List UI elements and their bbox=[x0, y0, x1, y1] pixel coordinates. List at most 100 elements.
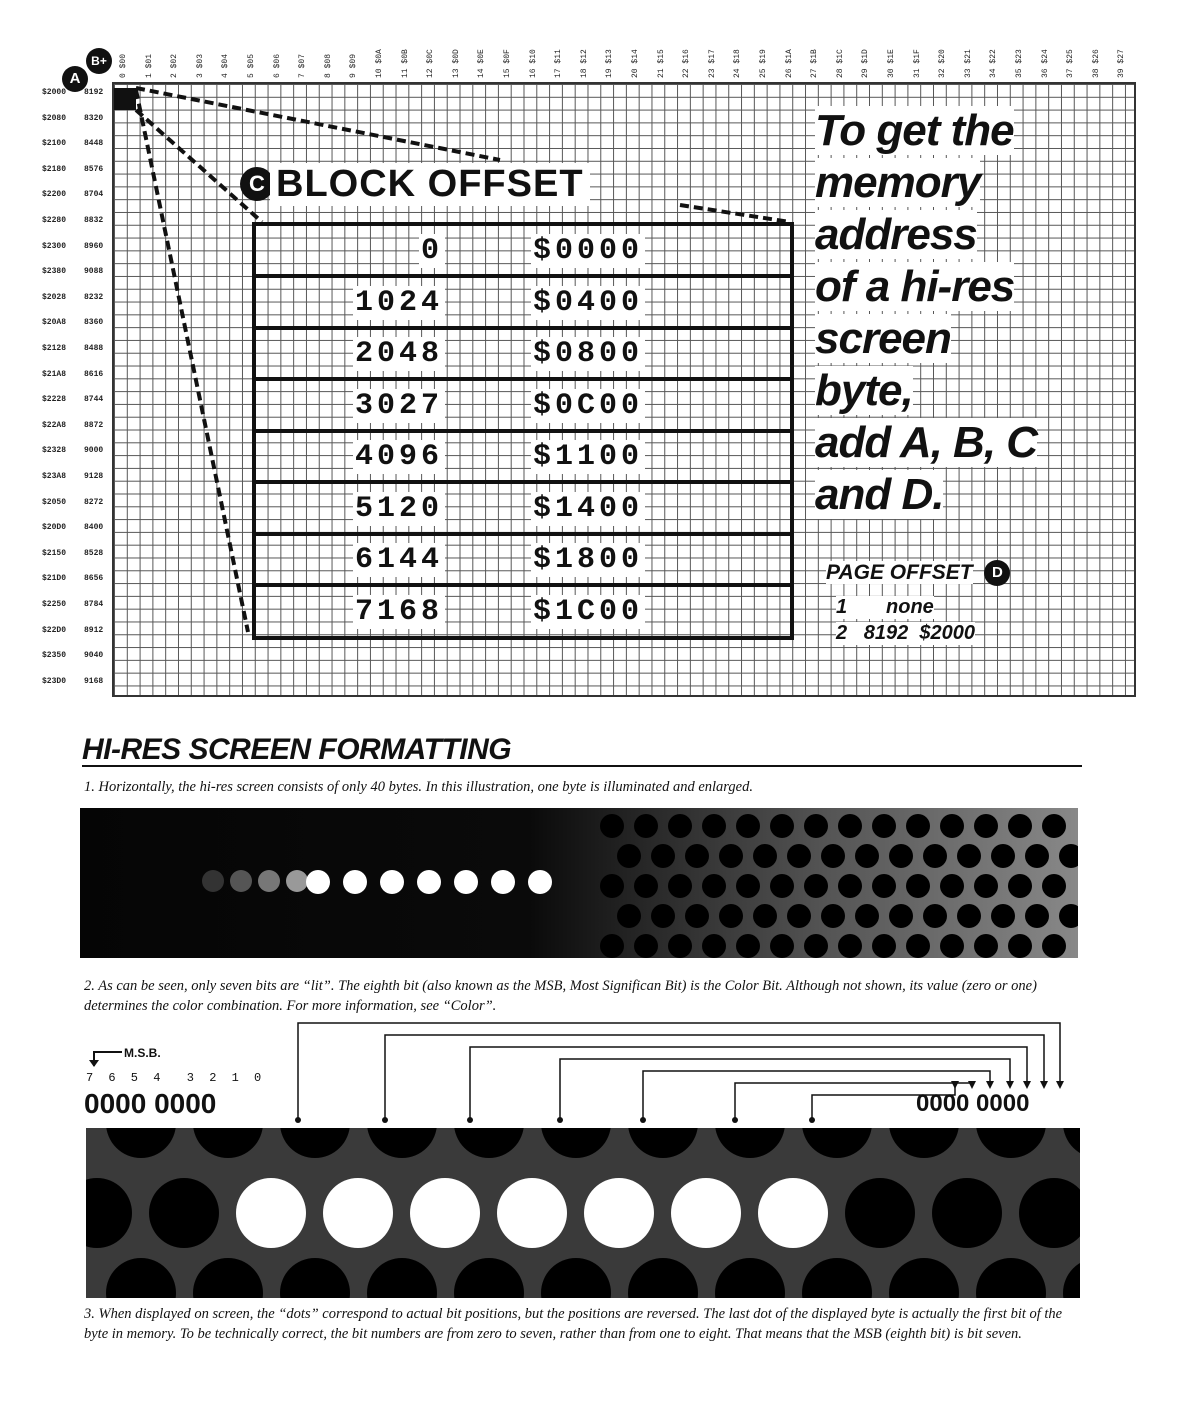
block-offset-title: BLOCK OFFSET bbox=[270, 163, 590, 206]
block-offset-hex: $1100 bbox=[531, 440, 646, 474]
block-offset-hex: $1800 bbox=[531, 543, 646, 577]
unlit-dot bbox=[753, 844, 777, 868]
unlit-dot bbox=[753, 904, 777, 928]
connector-dot bbox=[640, 1117, 646, 1123]
row-label-address: $21A8 bbox=[42, 369, 67, 379]
block-offset-row: 3027$0C00 bbox=[256, 381, 790, 433]
unlit-bit-dot bbox=[86, 1178, 132, 1248]
row-label-address: $2050 bbox=[42, 497, 67, 507]
row-label-address: $2280 bbox=[42, 216, 67, 225]
connector-line bbox=[811, 1087, 956, 1120]
unlit-dot bbox=[906, 814, 930, 838]
unlit-bit-dot bbox=[149, 1178, 219, 1248]
unlit-bit-dot bbox=[628, 1128, 698, 1158]
highlighted-byte bbox=[114, 88, 136, 110]
lit-dot bbox=[528, 870, 552, 894]
bit-connectors bbox=[295, 1022, 1064, 1123]
block-offset-decimal: 0 bbox=[418, 234, 445, 268]
connector-dot bbox=[467, 1117, 473, 1123]
lit-dot bbox=[343, 870, 367, 894]
unlit-bit-dot bbox=[889, 1258, 959, 1298]
unlit-dot bbox=[804, 874, 828, 898]
row-label-address: $2380 bbox=[42, 267, 67, 277]
row-label-decimal: 8232 bbox=[84, 292, 104, 302]
unlit-dot bbox=[821, 904, 845, 928]
connector-dot bbox=[809, 1117, 815, 1123]
row-label-address: $2200 bbox=[42, 190, 67, 200]
unlit-bit-dot bbox=[280, 1128, 350, 1158]
msb-arrow bbox=[89, 1051, 122, 1067]
row-label-address: $22D0 bbox=[42, 625, 67, 635]
unlit-dot bbox=[855, 904, 879, 928]
row-label-address: $2000 bbox=[42, 88, 67, 97]
block-offset-row: 1024$0400 bbox=[256, 278, 790, 330]
unlit-bit-dot bbox=[193, 1258, 263, 1298]
unlit-bit-dot bbox=[889, 1128, 959, 1158]
unlit-bit-dot bbox=[932, 1178, 1002, 1248]
unlit-bit-dot bbox=[1063, 1258, 1080, 1298]
unlit-bit-dot bbox=[976, 1258, 1046, 1298]
row-label-address: $23A8 bbox=[42, 472, 67, 481]
headline-line: and D. bbox=[815, 470, 944, 519]
connector-dot bbox=[557, 1117, 563, 1123]
unlit-bit-dot bbox=[106, 1258, 176, 1298]
unlit-dot bbox=[600, 874, 624, 898]
unlit-dot bbox=[651, 844, 675, 868]
unlit-dot bbox=[787, 844, 811, 868]
dim-dot bbox=[258, 870, 280, 892]
connector-dot bbox=[295, 1117, 301, 1123]
row-label-decimal: 9168 bbox=[84, 676, 104, 686]
connector-line bbox=[559, 1058, 1011, 1120]
block-offset-hex: $1C00 bbox=[531, 594, 646, 629]
unlit-dot bbox=[787, 904, 811, 928]
headline-line: memory bbox=[815, 158, 981, 207]
unlit-dot bbox=[1042, 934, 1066, 958]
page-offset: PAGE OFFSET D bbox=[826, 560, 1011, 586]
row-label-decimal: 8656 bbox=[84, 574, 104, 584]
block-offset-row: 7168$1C00 bbox=[256, 587, 790, 639]
unlit-dot bbox=[1008, 814, 1032, 838]
headline-line: byte, bbox=[815, 366, 914, 415]
unlit-dot bbox=[974, 934, 998, 958]
unlit-dot bbox=[617, 904, 641, 928]
unlit-bit-dot bbox=[715, 1258, 785, 1298]
unlit-dot bbox=[906, 874, 930, 898]
row-label-decimal: 8576 bbox=[84, 164, 104, 174]
unlit-bit-dot bbox=[976, 1128, 1046, 1158]
connector-dot bbox=[382, 1117, 388, 1123]
connector-line bbox=[734, 1082, 973, 1120]
enlarged-byte-illustration bbox=[86, 1128, 1080, 1298]
connector-arrow bbox=[951, 1081, 959, 1089]
row-label-address: $20A8 bbox=[42, 318, 67, 328]
unlit-dot bbox=[974, 814, 998, 838]
dim-dot bbox=[202, 870, 224, 892]
connector-line bbox=[469, 1046, 1028, 1120]
unlit-dot bbox=[719, 844, 743, 868]
row-label-decimal: 8192 bbox=[84, 88, 104, 97]
row-label-address: $2028 bbox=[42, 292, 67, 302]
row-label-decimal: 9040 bbox=[84, 651, 104, 661]
unlit-dot bbox=[685, 844, 709, 868]
unlit-dot bbox=[872, 814, 896, 838]
unlit-dot bbox=[685, 904, 709, 928]
lit-dot bbox=[380, 870, 404, 894]
row-label-decimal: 9088 bbox=[84, 267, 104, 277]
row-label-decimal: 8488 bbox=[84, 344, 104, 353]
lit-dot bbox=[306, 870, 330, 894]
section-title: HI-RES SCREEN FORMATTING bbox=[82, 733, 512, 766]
unlit-dot bbox=[804, 814, 828, 838]
unlit-bit-dot bbox=[628, 1258, 698, 1298]
unlit-dot bbox=[634, 874, 658, 898]
lit-bit-dot bbox=[410, 1178, 480, 1248]
caption-2: 2. As can be seen, only seven bits are “… bbox=[84, 978, 1037, 1014]
page-offset-label: PAGE OFFSET bbox=[826, 560, 973, 584]
unlit-bit-dot bbox=[715, 1128, 785, 1158]
unlit-dot bbox=[804, 934, 828, 958]
unlit-dot bbox=[617, 844, 641, 868]
unlit-bit-dot bbox=[1063, 1128, 1080, 1158]
connector-arrow bbox=[1023, 1081, 1031, 1089]
row-label-decimal: 8616 bbox=[84, 369, 104, 379]
circle-a-icon: A bbox=[62, 66, 88, 92]
row-label-address: $23D0 bbox=[42, 676, 67, 686]
